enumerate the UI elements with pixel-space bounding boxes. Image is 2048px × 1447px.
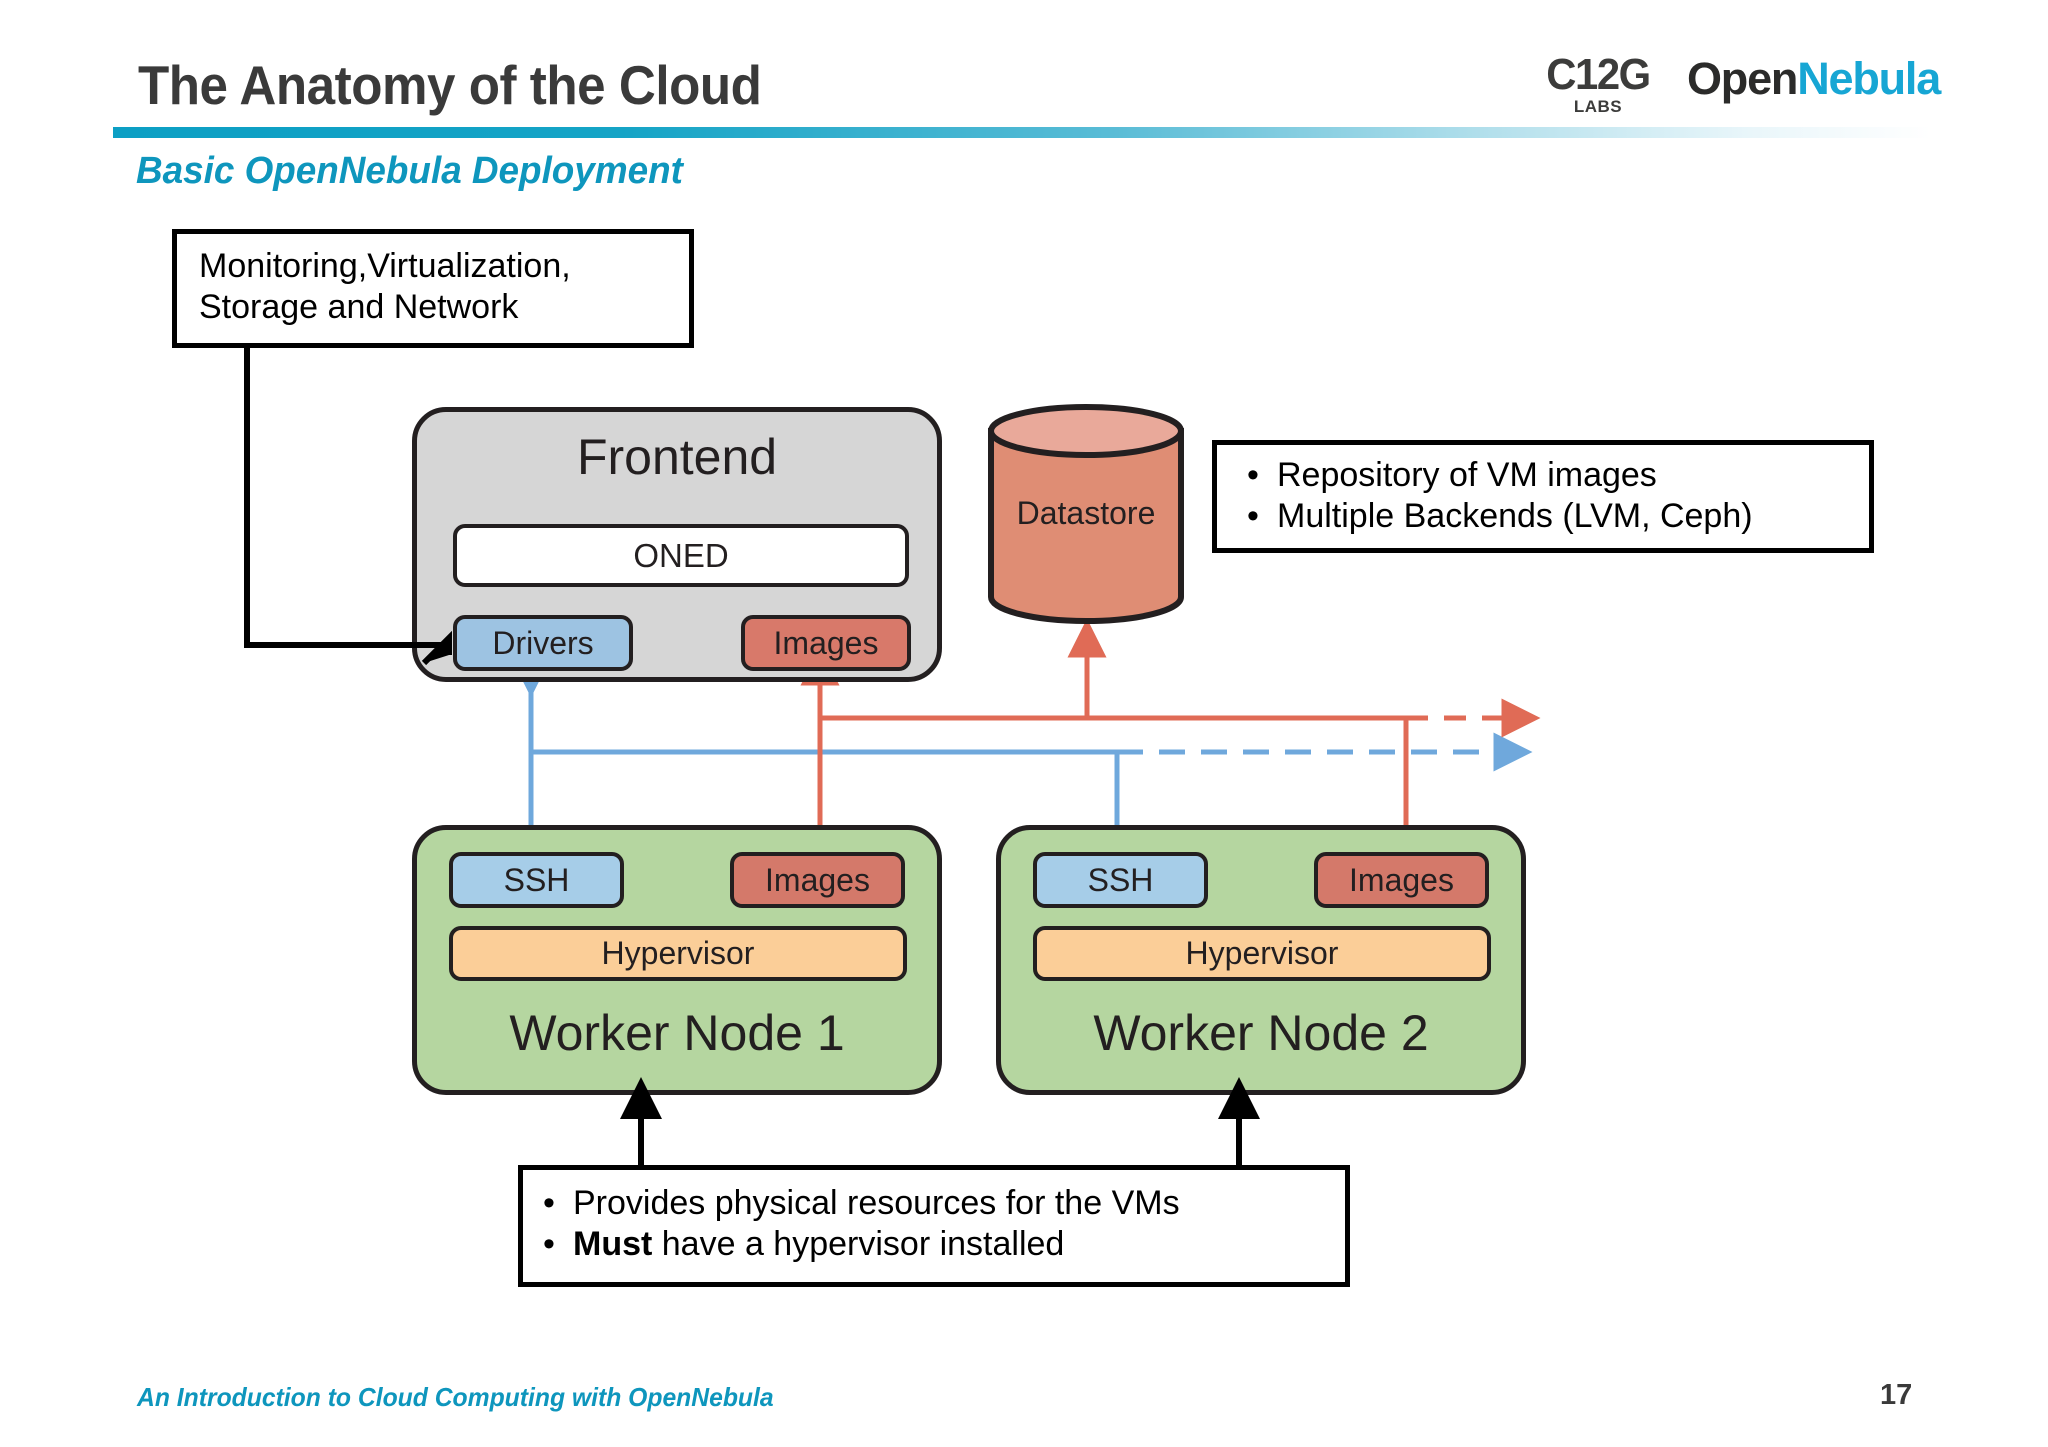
worker2-hypervisor-component[interactable]: Hypervisor (1033, 926, 1491, 981)
page-title: The Anatomy of the Cloud (138, 54, 762, 116)
c12g-logo-wordmark: C12G (1546, 50, 1651, 99)
callout-drivers-line1: Monitoring,Virtualization, (199, 247, 571, 285)
worker1-hypervisor-component[interactable]: Hypervisor (449, 926, 907, 981)
leader-monitoring-arrowhead (421, 630, 452, 666)
worker1-title: Worker Node 1 (509, 1005, 845, 1061)
datastore-cylinder[interactable]: Datastore (986, 403, 1186, 625)
frontend-title: Frontend (576, 429, 778, 485)
worker-node-1[interactable]: SSH Images Hypervisor Worker Node 1 (412, 825, 942, 1095)
callout-datastore-line2: Multiple Backends (LVM, Ceph) (1277, 497, 1753, 536)
bullet-icon: • (543, 1184, 555, 1222)
c12g-labs-logo: C12G LABS (1533, 50, 1663, 117)
callout-worker-line2-rest: have a hypervisor installed (652, 1225, 1065, 1264)
opennebula-logo-nebula: Nebula (1797, 53, 1941, 104)
callout-worker-node: • Provides physical resources for the VM… (518, 1165, 1350, 1287)
callout-datastore-item1: • Repository of VM images (1247, 455, 1869, 496)
opennebula-logo: OpenNebula (1687, 53, 1941, 105)
frontend-node[interactable]: Frontend ONED Drivers Images (412, 407, 942, 682)
callout-frontend-drivers: Monitoring,Virtualization, Storage and N… (172, 229, 694, 348)
page-number: 17 (1880, 1379, 1913, 1411)
datastore-shape (988, 404, 1184, 624)
bullet-icon: • (1247, 497, 1259, 536)
page-subtitle: Basic OpenNebula Deployment (136, 150, 683, 192)
callout-worker-line2-emphasis: Must (573, 1225, 653, 1264)
worker2-title: Worker Node 2 (1093, 1005, 1429, 1061)
callout-datastore: • Repository of VM images • Multiple Bac… (1212, 440, 1874, 553)
bullet-icon: • (543, 1225, 555, 1264)
callout-worker-line1: Provides physical resources for the VMs (573, 1184, 1180, 1222)
opennebula-logo-open: Open (1687, 53, 1798, 104)
header-divider-rule (113, 127, 1931, 138)
bullet-icon: • (1247, 456, 1259, 494)
callout-worker-item1: • Provides physical resources for the VM… (543, 1183, 1345, 1224)
worker-node-2[interactable]: SSH Images Hypervisor Worker Node 2 (996, 825, 1526, 1095)
callout-datastore-line1: Repository of VM images (1277, 456, 1657, 494)
callout-drivers-line2: Storage and Network (199, 288, 519, 327)
footer-note: An Introduction to Cloud Computing with … (137, 1382, 774, 1412)
callout-worker-item2: • Must have a hypervisor installed (543, 1224, 1345, 1265)
leader-monitoring-to-drivers (244, 348, 441, 648)
oned-component[interactable]: ONED (453, 524, 909, 587)
datastore-label: Datastore (1016, 495, 1156, 531)
c12g-logo-labs-text: LABS (1573, 96, 1623, 116)
callout-datastore-item2: • Multiple Backends (LVM, Ceph) (1247, 496, 1869, 537)
